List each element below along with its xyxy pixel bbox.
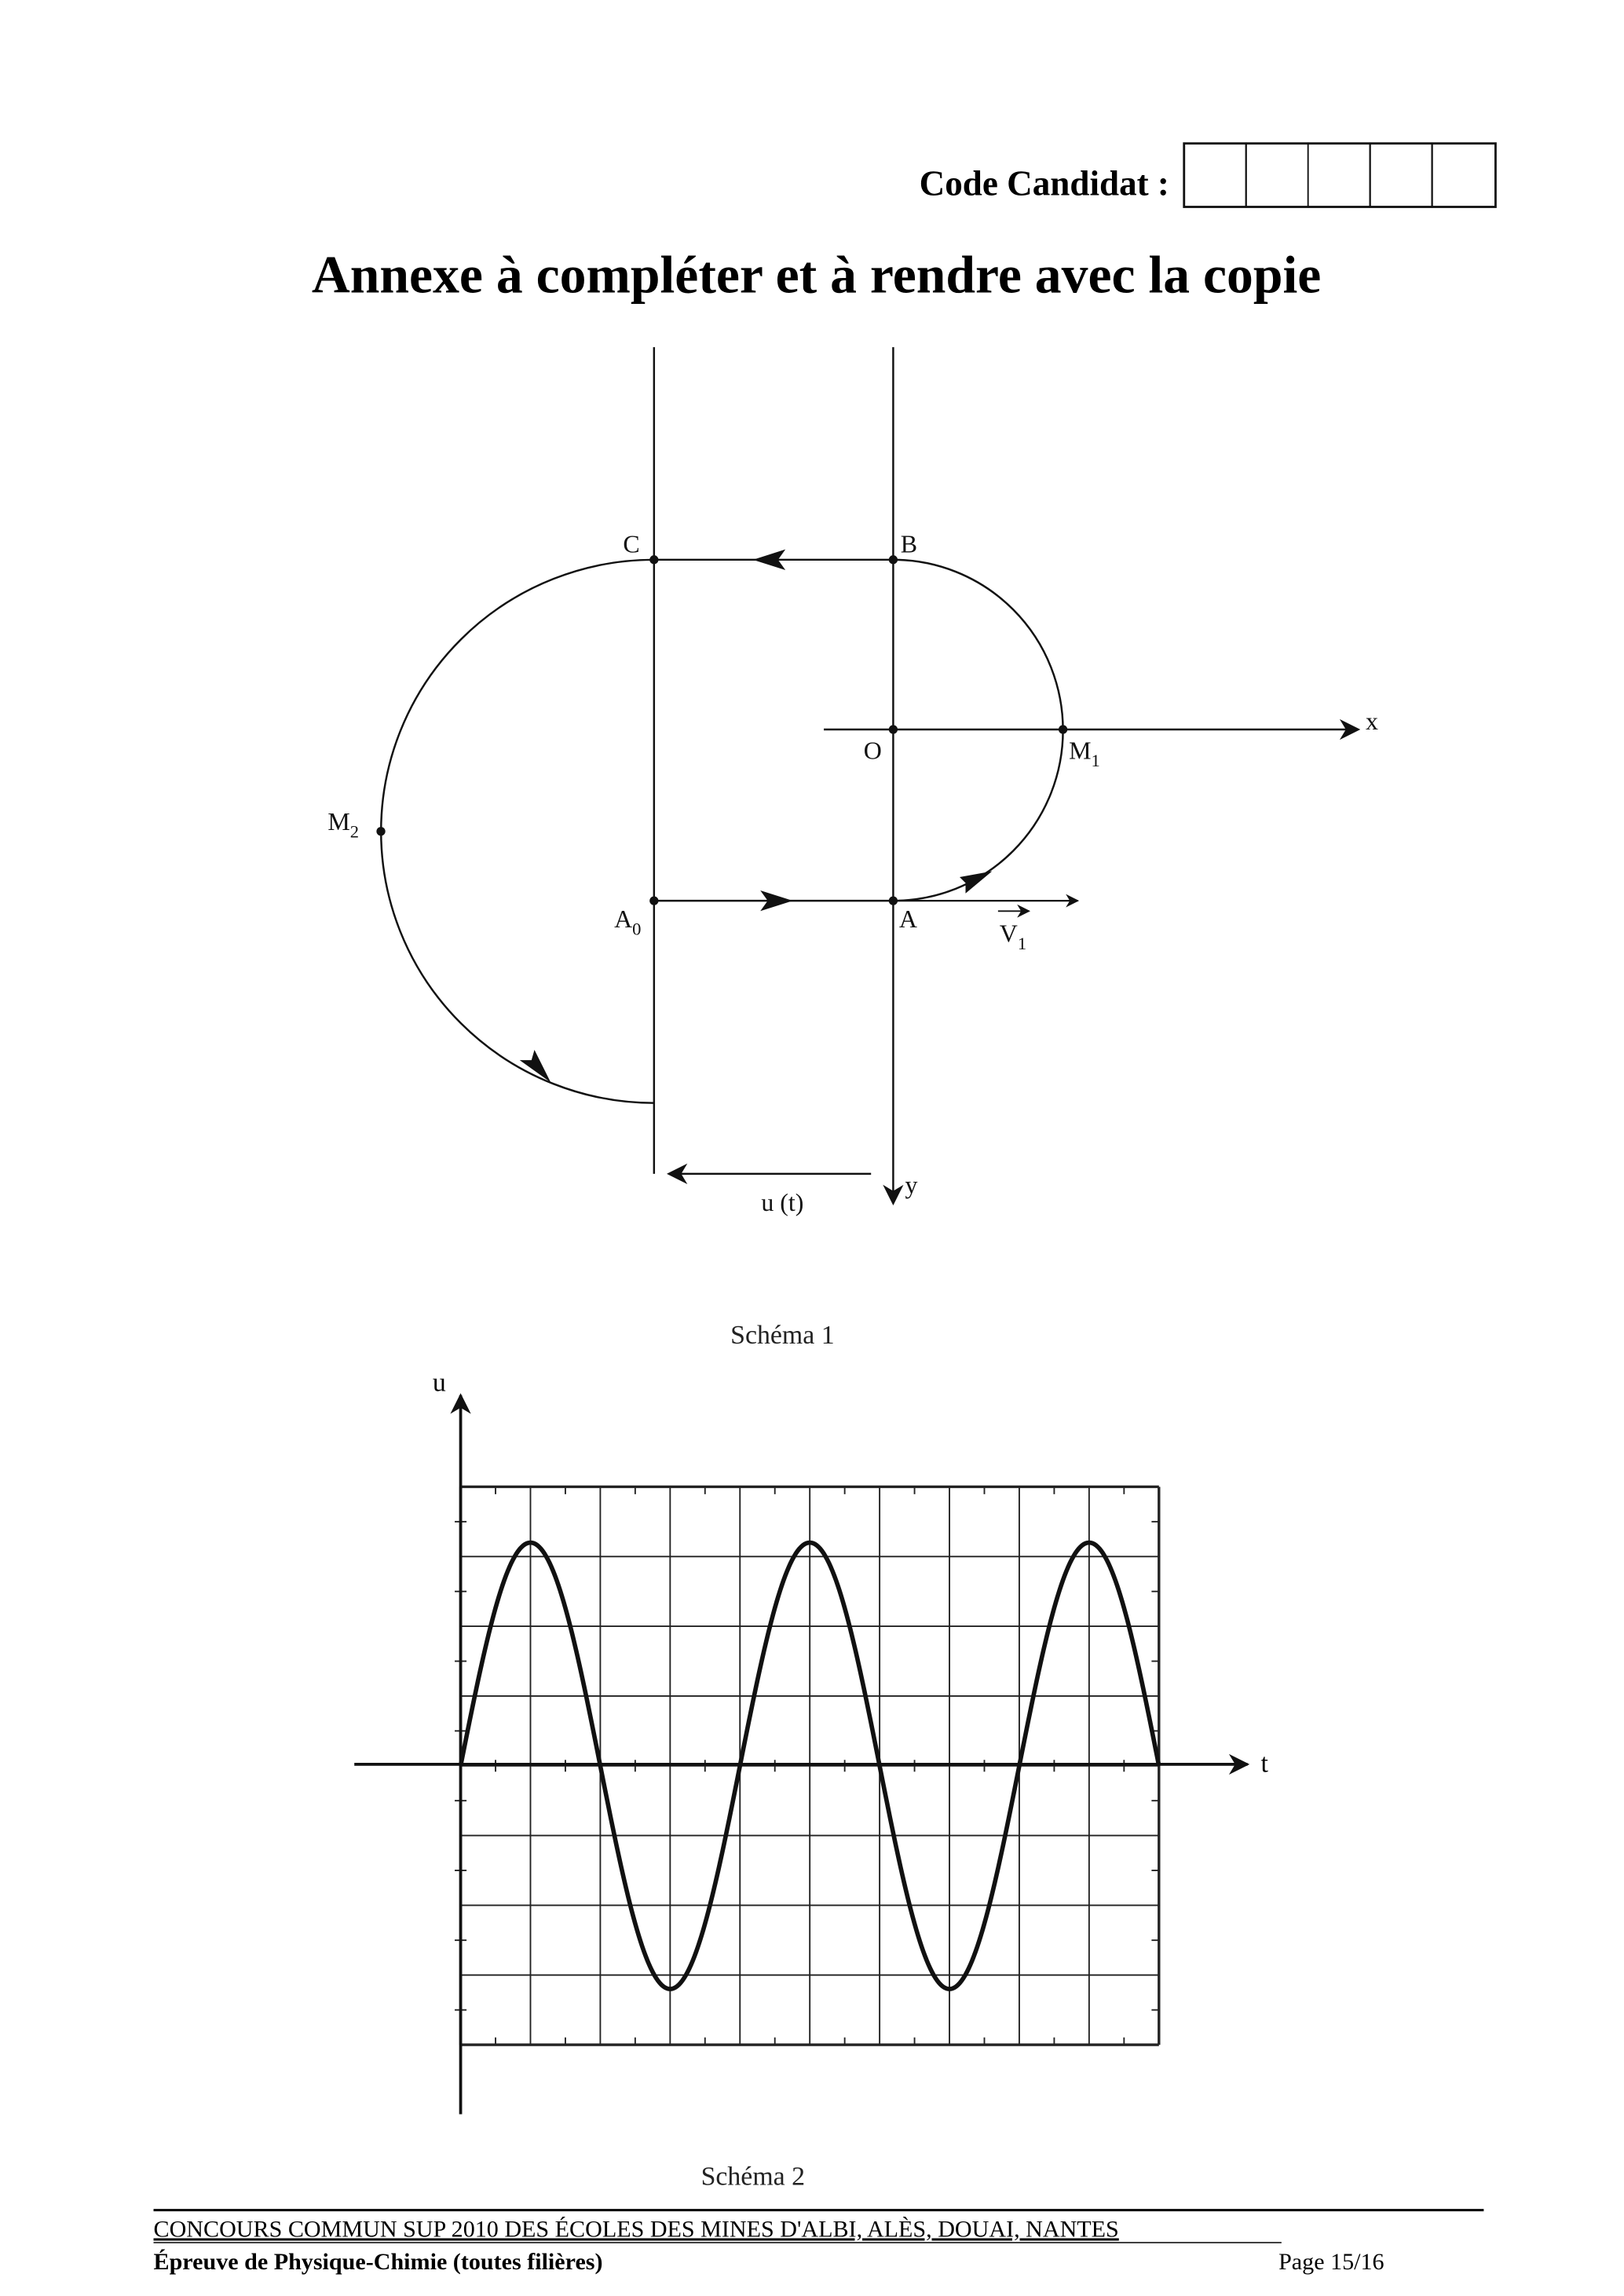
arrow-a0a-icon [760,890,793,912]
arrow-arc-right-icon [960,871,993,894]
schema-2-chart: u t Schéma 2 [354,1368,1269,2192]
axis-label-t: t [1261,1749,1269,1778]
footer-exam: Épreuve de Physique-Chimie (toutes filiè… [154,2248,603,2275]
label-m1: M1 [1069,737,1100,770]
footer-page: Page 15/16 [1278,2248,1384,2275]
schema-1-diagram: C B O x M1 M2 A0 A V1 y u (t) Schéma 1 [327,347,1378,1350]
arrow-arc-left-icon [519,1049,551,1083]
page-title: Annexe à compléter et à rendre avec la c… [312,246,1321,305]
label-a: A [899,905,917,933]
label-u-t: u (t) [761,1189,803,1216]
svg-text:V1: V1 [1000,920,1026,953]
footer-contest: CONCOURS COMMUN SUP 2010 DES ÉCOLES DES … [154,2216,1119,2243]
label-c: C [623,530,639,558]
label-m2: M2 [327,808,359,841]
schema-1-caption: Schéma 1 [730,1321,834,1350]
schema-2-caption: Schéma 2 [701,2163,805,2192]
points [376,555,1068,905]
label-b: B [901,530,917,558]
label-y: y [905,1171,917,1198]
arrow-bc-icon [752,549,786,570]
axis-label-u: u [433,1368,446,1397]
code-candidat-label: Code Candidat : [920,163,1169,203]
code-candidat-boxes[interactable] [1183,142,1497,208]
label-v1: V1 [997,904,1031,953]
label-a0: A0 [614,905,641,938]
label-x: x [1366,707,1378,735]
sine-curve [458,1540,1161,1991]
arc-left [379,558,654,1104]
label-o: O [864,737,882,765]
